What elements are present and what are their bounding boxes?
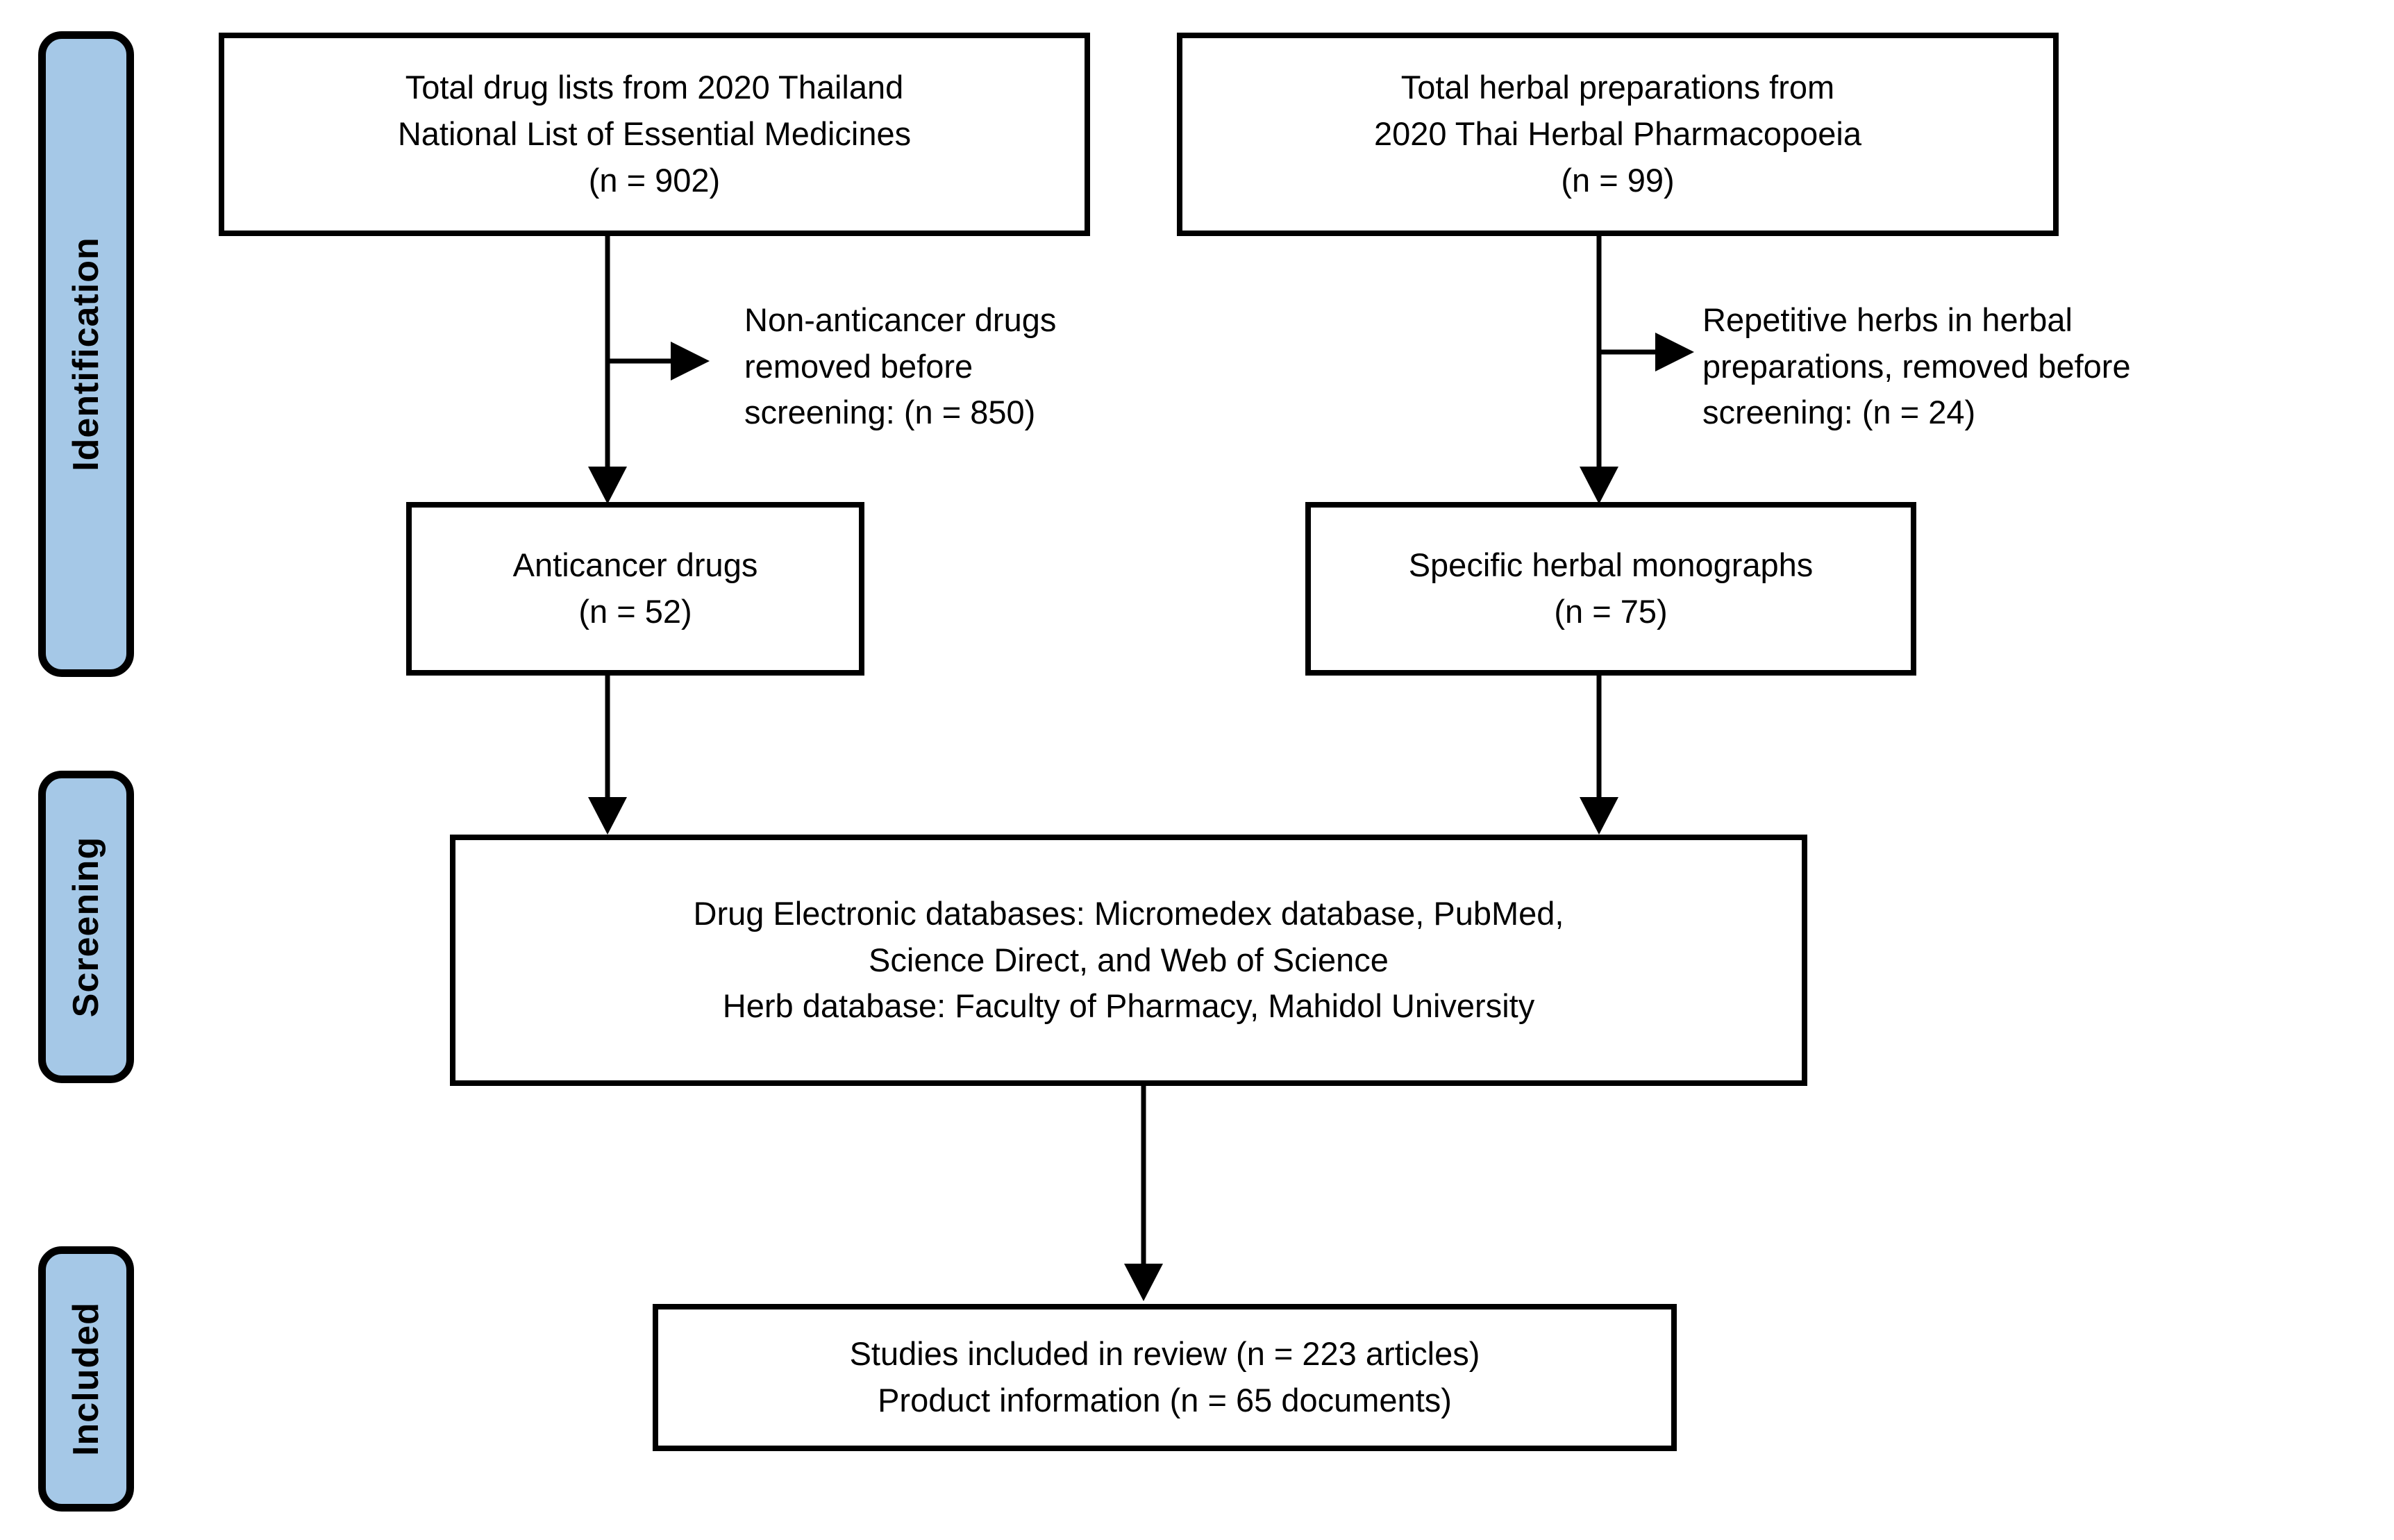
arrowhead-down-icon <box>1580 797 1618 835</box>
flow-box-drug-source-text: Total drug lists from 2020 Thailand Nati… <box>397 69 912 199</box>
arrowhead-down-icon <box>1124 1264 1163 1301</box>
arrowhead-right-icon <box>1655 333 1694 371</box>
flow-box-drug-source: Total drug lists from 2020 Thailand Nati… <box>219 33 1090 236</box>
stage-label-identification: Identification <box>38 31 134 677</box>
arrowhead-right-icon <box>671 342 710 380</box>
arrow-herb-source-to-monographs <box>1580 236 1618 504</box>
flow-box-included-studies: Studies included in review (n = 223 arti… <box>653 1304 1677 1451</box>
arrow-exclusion-left <box>608 342 710 380</box>
stage-label-identification-text: Identification <box>66 237 106 471</box>
flow-box-anticancer-drugs-text: Anticancer drugs (n = 52) <box>512 546 758 630</box>
flow-box-databases-text: Drug Electronic databases: Micromedex da… <box>693 894 1564 1025</box>
flow-box-anticancer-drugs: Anticancer drugs (n = 52) <box>406 502 864 676</box>
arrow-monographs-to-databases <box>1580 675 1618 835</box>
stage-label-included-text: Included <box>66 1302 107 1456</box>
stage-label-screening-text: Screening <box>66 836 107 1018</box>
arrow-anticancer-to-databases <box>588 675 627 835</box>
exclusion-note-left: Non-anticancer drugs removed before scre… <box>744 301 1057 431</box>
stage-label-included: Included <box>38 1246 134 1512</box>
flow-box-included-studies-text: Studies included in review (n = 223 arti… <box>849 1335 1480 1418</box>
arrow-databases-to-included <box>1124 1085 1163 1301</box>
arrowhead-down-icon <box>588 797 627 835</box>
flow-box-herb-source: Total herbal preparations from 2020 Thai… <box>1177 33 2059 236</box>
flow-box-herbal-monographs-text: Specific herbal monographs (n = 75) <box>1408 546 1814 630</box>
stage-label-screening: Screening <box>38 771 134 1083</box>
flow-box-herb-source-text: Total herbal preparations from 2020 Thai… <box>1374 69 1861 199</box>
flow-box-databases: Drug Electronic databases: Micromedex da… <box>450 835 1807 1086</box>
exclusion-note-right: Repetitive herbs in herbal preparations,… <box>1702 301 2131 431</box>
flow-box-herbal-monographs: Specific herbal monographs (n = 75) <box>1305 502 1916 676</box>
arrowhead-down-icon <box>1580 467 1618 504</box>
arrow-drug-source-to-anticancer <box>588 236 627 504</box>
arrow-exclusion-right <box>1599 333 1694 371</box>
arrowhead-down-icon <box>588 467 627 504</box>
